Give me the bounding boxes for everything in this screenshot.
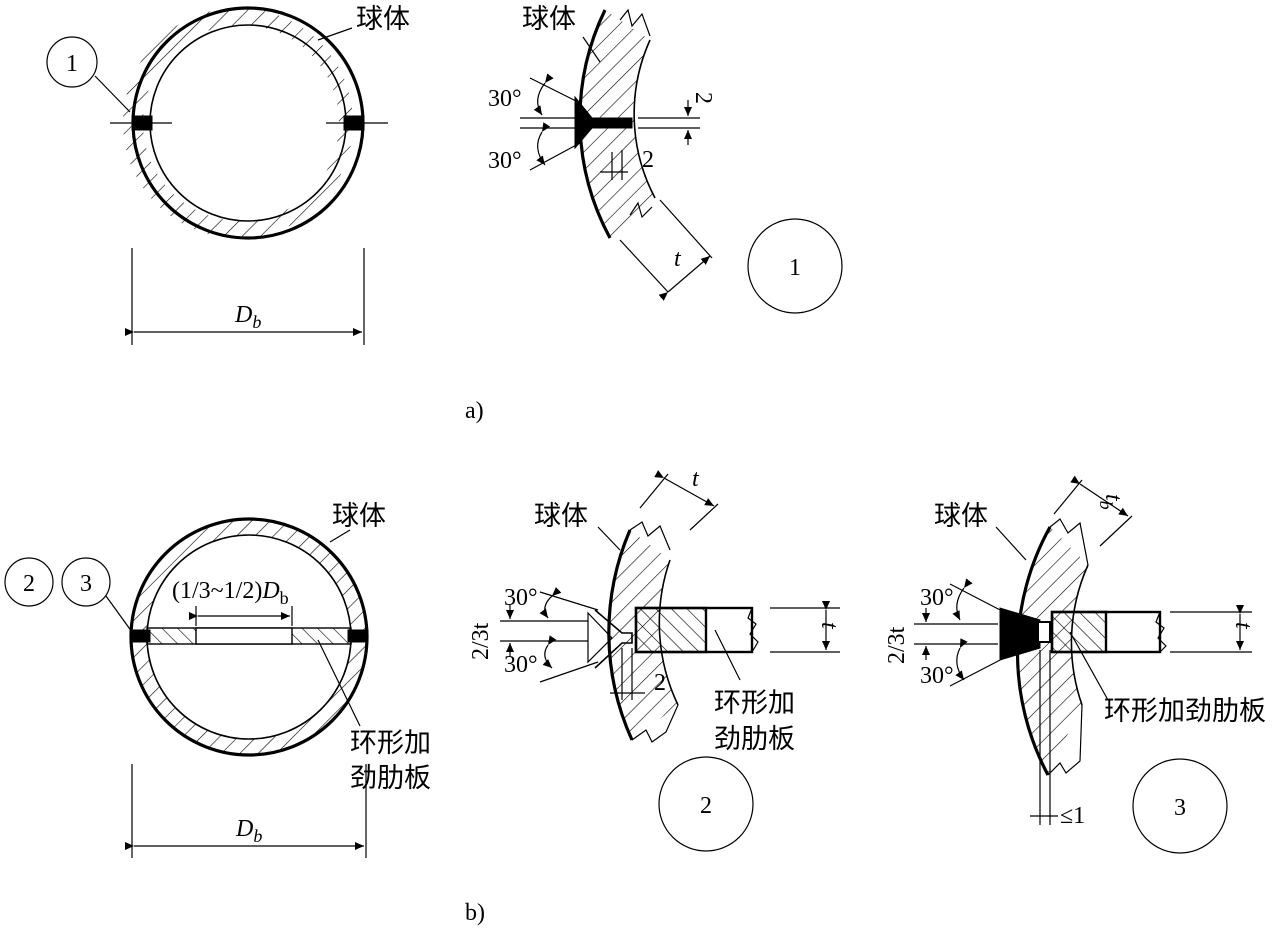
ring-label-d3: 环形加劲肋板: [1104, 696, 1266, 727]
callout-3-large-label: 3: [1174, 795, 1186, 821]
le-1-label: ≤1: [1060, 803, 1085, 829]
thickness-t-1: t: [674, 246, 682, 272]
sphere-leader-a: [317, 27, 353, 41]
sphere-section-b: [129, 517, 369, 757]
db-label-a: Db: [234, 302, 261, 332]
sphere-label-a: 球体: [356, 4, 410, 35]
ring-label-d2-line1: 环形加: [714, 688, 795, 719]
sphere-label-detail-3: 球体: [934, 501, 988, 532]
detail-3: [914, 475, 1252, 825]
angle-30-bottom-1: 30°: [488, 148, 522, 174]
detail-1: [520, 8, 713, 301]
callout-2-small-label: 2: [23, 571, 35, 597]
callout-1-large-label: 1: [789, 255, 801, 281]
angle-30-bottom-3: 30°: [920, 663, 954, 689]
angle-30-bottom-2: 30°: [504, 652, 538, 678]
thickness-t-top-2: t: [692, 466, 700, 492]
sphere-label-b: 球体: [332, 501, 386, 532]
two-thirds-t-2: 2/3t: [468, 622, 494, 660]
callouts-2-3-small: [4, 557, 133, 633]
db-label-b: Db: [235, 816, 262, 846]
angle-30-top-1: 30°: [488, 86, 522, 112]
part-a-label: a): [465, 398, 484, 424]
callout-1-small-label: 1: [66, 51, 78, 77]
stiffener-detail-2: [634, 606, 708, 654]
angle-30-top-2: 30°: [504, 585, 538, 611]
callout-2-large-label: 2: [700, 793, 712, 819]
ring-leader-b: [317, 639, 361, 727]
ratio-label: (1/3~1/2)Db: [172, 578, 289, 608]
sphere-label-detail-1: 球体: [522, 4, 576, 35]
weld-left-b: [129, 629, 151, 643]
two-thirds-t-3: 2/3t: [884, 626, 910, 664]
dimension-db-b: [125, 764, 367, 858]
part-b-label: b): [465, 900, 485, 926]
callout-3-large: [1132, 758, 1228, 854]
sphere-leader-b: [329, 529, 351, 543]
gap-2-right-1: 2: [690, 92, 716, 104]
dimension-db-a: [125, 248, 365, 345]
gap-2-detail-2: 2: [654, 670, 666, 696]
callout-1-small: [46, 36, 131, 113]
tb-label-3: tb: [1096, 494, 1126, 510]
thickness-t-right-3: t: [1230, 622, 1256, 630]
weld-detail-3: [999, 607, 1041, 661]
callout-1-large: [747, 218, 843, 314]
sphere-label-detail-2: 球体: [534, 501, 588, 532]
angle-30-top-3: 30°: [920, 585, 954, 611]
weld-right-b: [347, 629, 369, 643]
ring-label-b-line1: 环形加: [350, 728, 431, 759]
ring-label-b-line2: 劲肋板: [350, 763, 431, 794]
weld-detail-1: [574, 95, 633, 150]
detail-2: [500, 470, 840, 743]
sphere-section-a: [110, 6, 388, 240]
callout-2-large: [658, 756, 754, 852]
ring-label-d2-line2: 劲肋板: [714, 724, 795, 755]
gap-2-bottom-1: 2: [642, 147, 654, 173]
stiffener-detail-3: [1050, 610, 1108, 654]
thickness-t-right-2: t: [816, 622, 842, 630]
callout-3-small-label: 3: [80, 571, 92, 597]
